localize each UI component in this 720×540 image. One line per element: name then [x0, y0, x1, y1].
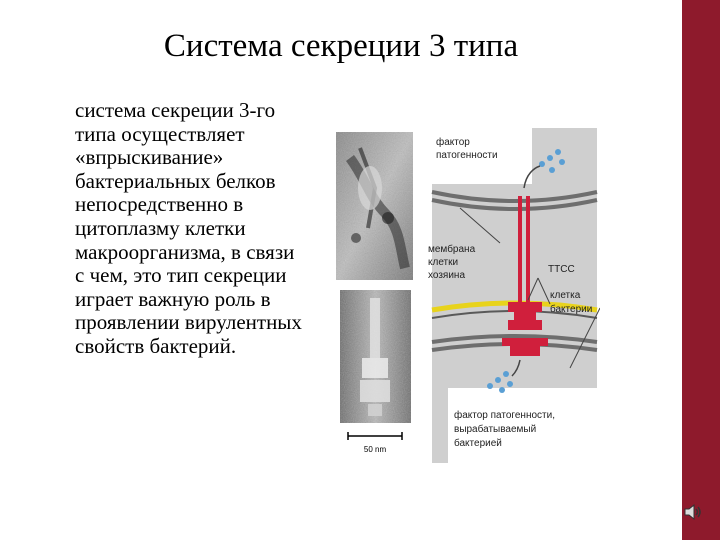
- label-membrane-3: хозяина: [428, 270, 465, 281]
- slide-title: Система секреции 3 типа: [163, 28, 519, 64]
- label-factor-top-1: фактор: [436, 136, 470, 148]
- scale-label: 50 nm: [364, 445, 387, 454]
- bacterial-inner-membrane: [431, 334, 598, 344]
- micrograph-bottom: [340, 290, 411, 423]
- label-factor-bottom-2: вырабатываемый: [454, 423, 536, 435]
- label-factor-bottom-3: бактерией: [454, 437, 502, 449]
- effector-dots-top: [539, 149, 565, 173]
- speaker-icon[interactable]: [682, 501, 704, 523]
- label-ttss: ТТСС: [548, 264, 575, 275]
- leader-membrane: [459, 207, 501, 244]
- label-membrane-2: клетки: [428, 257, 458, 268]
- label-box-bottom: [448, 388, 597, 463]
- effector-dots-bottom: [487, 371, 513, 393]
- label-factor-top-2: патогенности: [436, 150, 498, 161]
- leader-bacterium: [569, 307, 600, 369]
- host-membrane-outer: [431, 190, 598, 203]
- arrow-bottom: [511, 359, 521, 377]
- slide-body-text: система секреции 3-го типа осуществляет …: [75, 98, 302, 358]
- side-accent-bar: [682, 0, 720, 540]
- label-box-top: [432, 128, 532, 184]
- ttss-figure: 50 nm: [330, 118, 600, 468]
- host-membrane-inner: [431, 198, 598, 211]
- leader-ttss-1: [527, 277, 539, 301]
- ttss-needle: [502, 196, 548, 356]
- scale-bar: 50 nm: [347, 432, 403, 454]
- label-bacterium-1: клетка: [550, 290, 581, 301]
- label-membrane-1: мембрана: [428, 243, 476, 255]
- arrow-top: [523, 165, 541, 189]
- label-factor-bottom-1: фактор патогенности,: [454, 409, 555, 421]
- label-bacterium-2: бактерии: [550, 303, 592, 315]
- leader-ttss-2: [537, 277, 551, 305]
- micrograph-top: [336, 132, 413, 280]
